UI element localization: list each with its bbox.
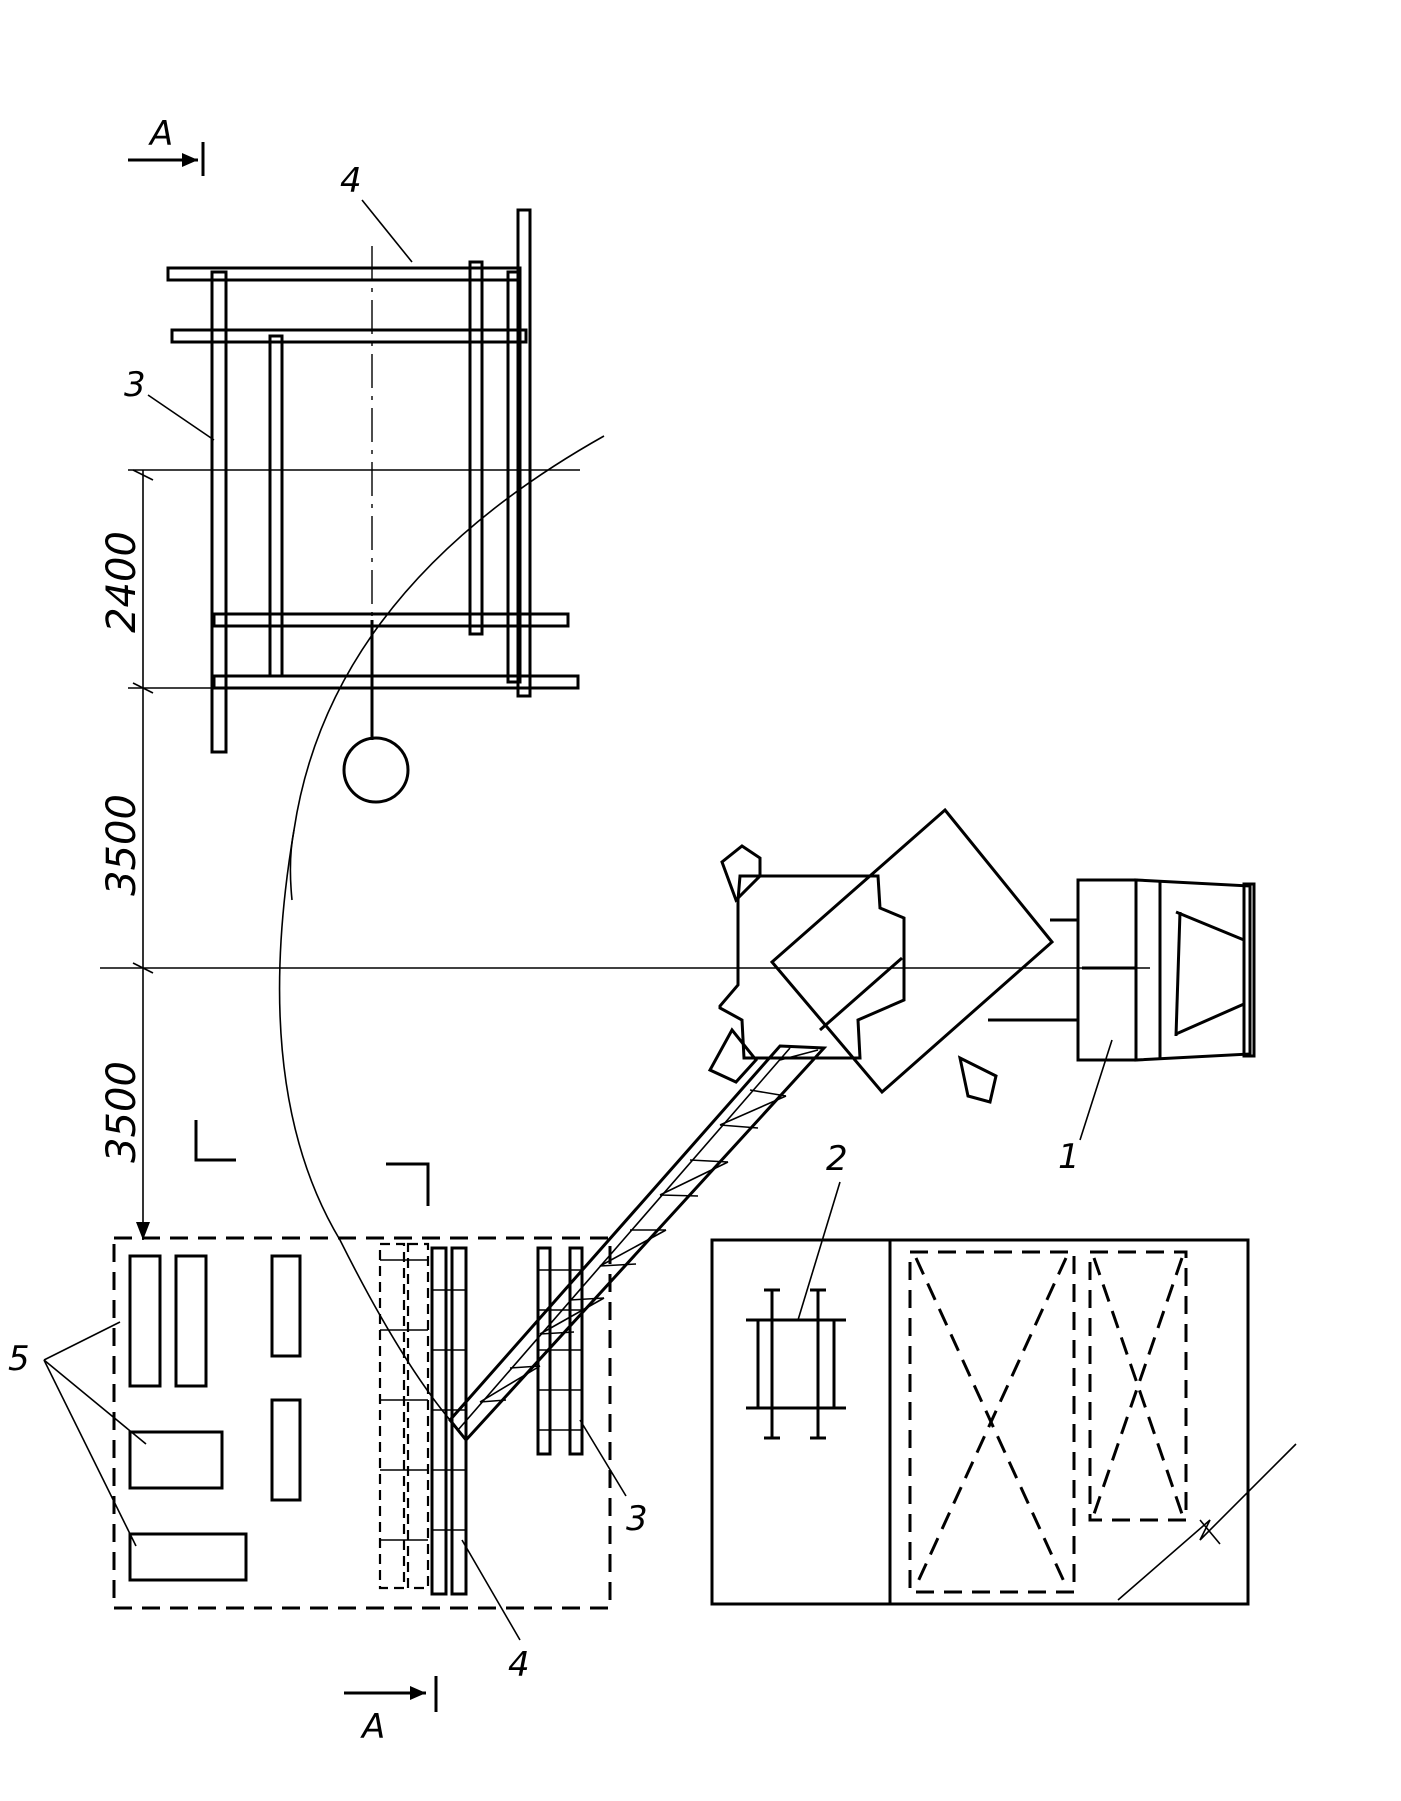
section-marker-bottom: A [344, 1676, 438, 1747]
section-letter-top: A [148, 114, 173, 154]
panel [128, 1430, 224, 1490]
label-3-top: 3 [124, 365, 146, 405]
panel [128, 1532, 248, 1582]
panel [128, 1254, 162, 1388]
building-outline: 2 [710, 1139, 1297, 1606]
crane-cab [1076, 878, 1138, 1062]
crane-turret [769, 807, 1055, 1095]
storage-area: 5 4 3 [8, 1236, 648, 1685]
label-4-bottom: 4 [508, 1645, 530, 1685]
hook-load-circle [342, 736, 410, 804]
panel [174, 1254, 208, 1388]
panel [270, 1254, 302, 1358]
crane-swing-arc [278, 435, 605, 1421]
dimension-3500-upper: 3500 [99, 794, 145, 896]
label-3-bottom: 3 [626, 1499, 648, 1539]
section-letter-bottom: A [360, 1707, 385, 1747]
corner-marks [194, 1120, 430, 1206]
label-2: 2 [826, 1139, 848, 1179]
label-4-top: 4 [340, 161, 362, 201]
column-element [746, 1288, 846, 1440]
label-5: 5 [8, 1339, 30, 1379]
dimension-chain: 2400 3500 3500 [99, 469, 1150, 1240]
crane-boom [448, 1044, 828, 1443]
section-marker-top: A [128, 114, 205, 176]
dimension-2400: 2400 [99, 531, 145, 633]
panel [270, 1398, 302, 1502]
label-1: 1 [1058, 1137, 1080, 1177]
erected-frame: 4 3 [124, 161, 580, 804]
dimension-3500-lower: 3500 [99, 1061, 145, 1163]
